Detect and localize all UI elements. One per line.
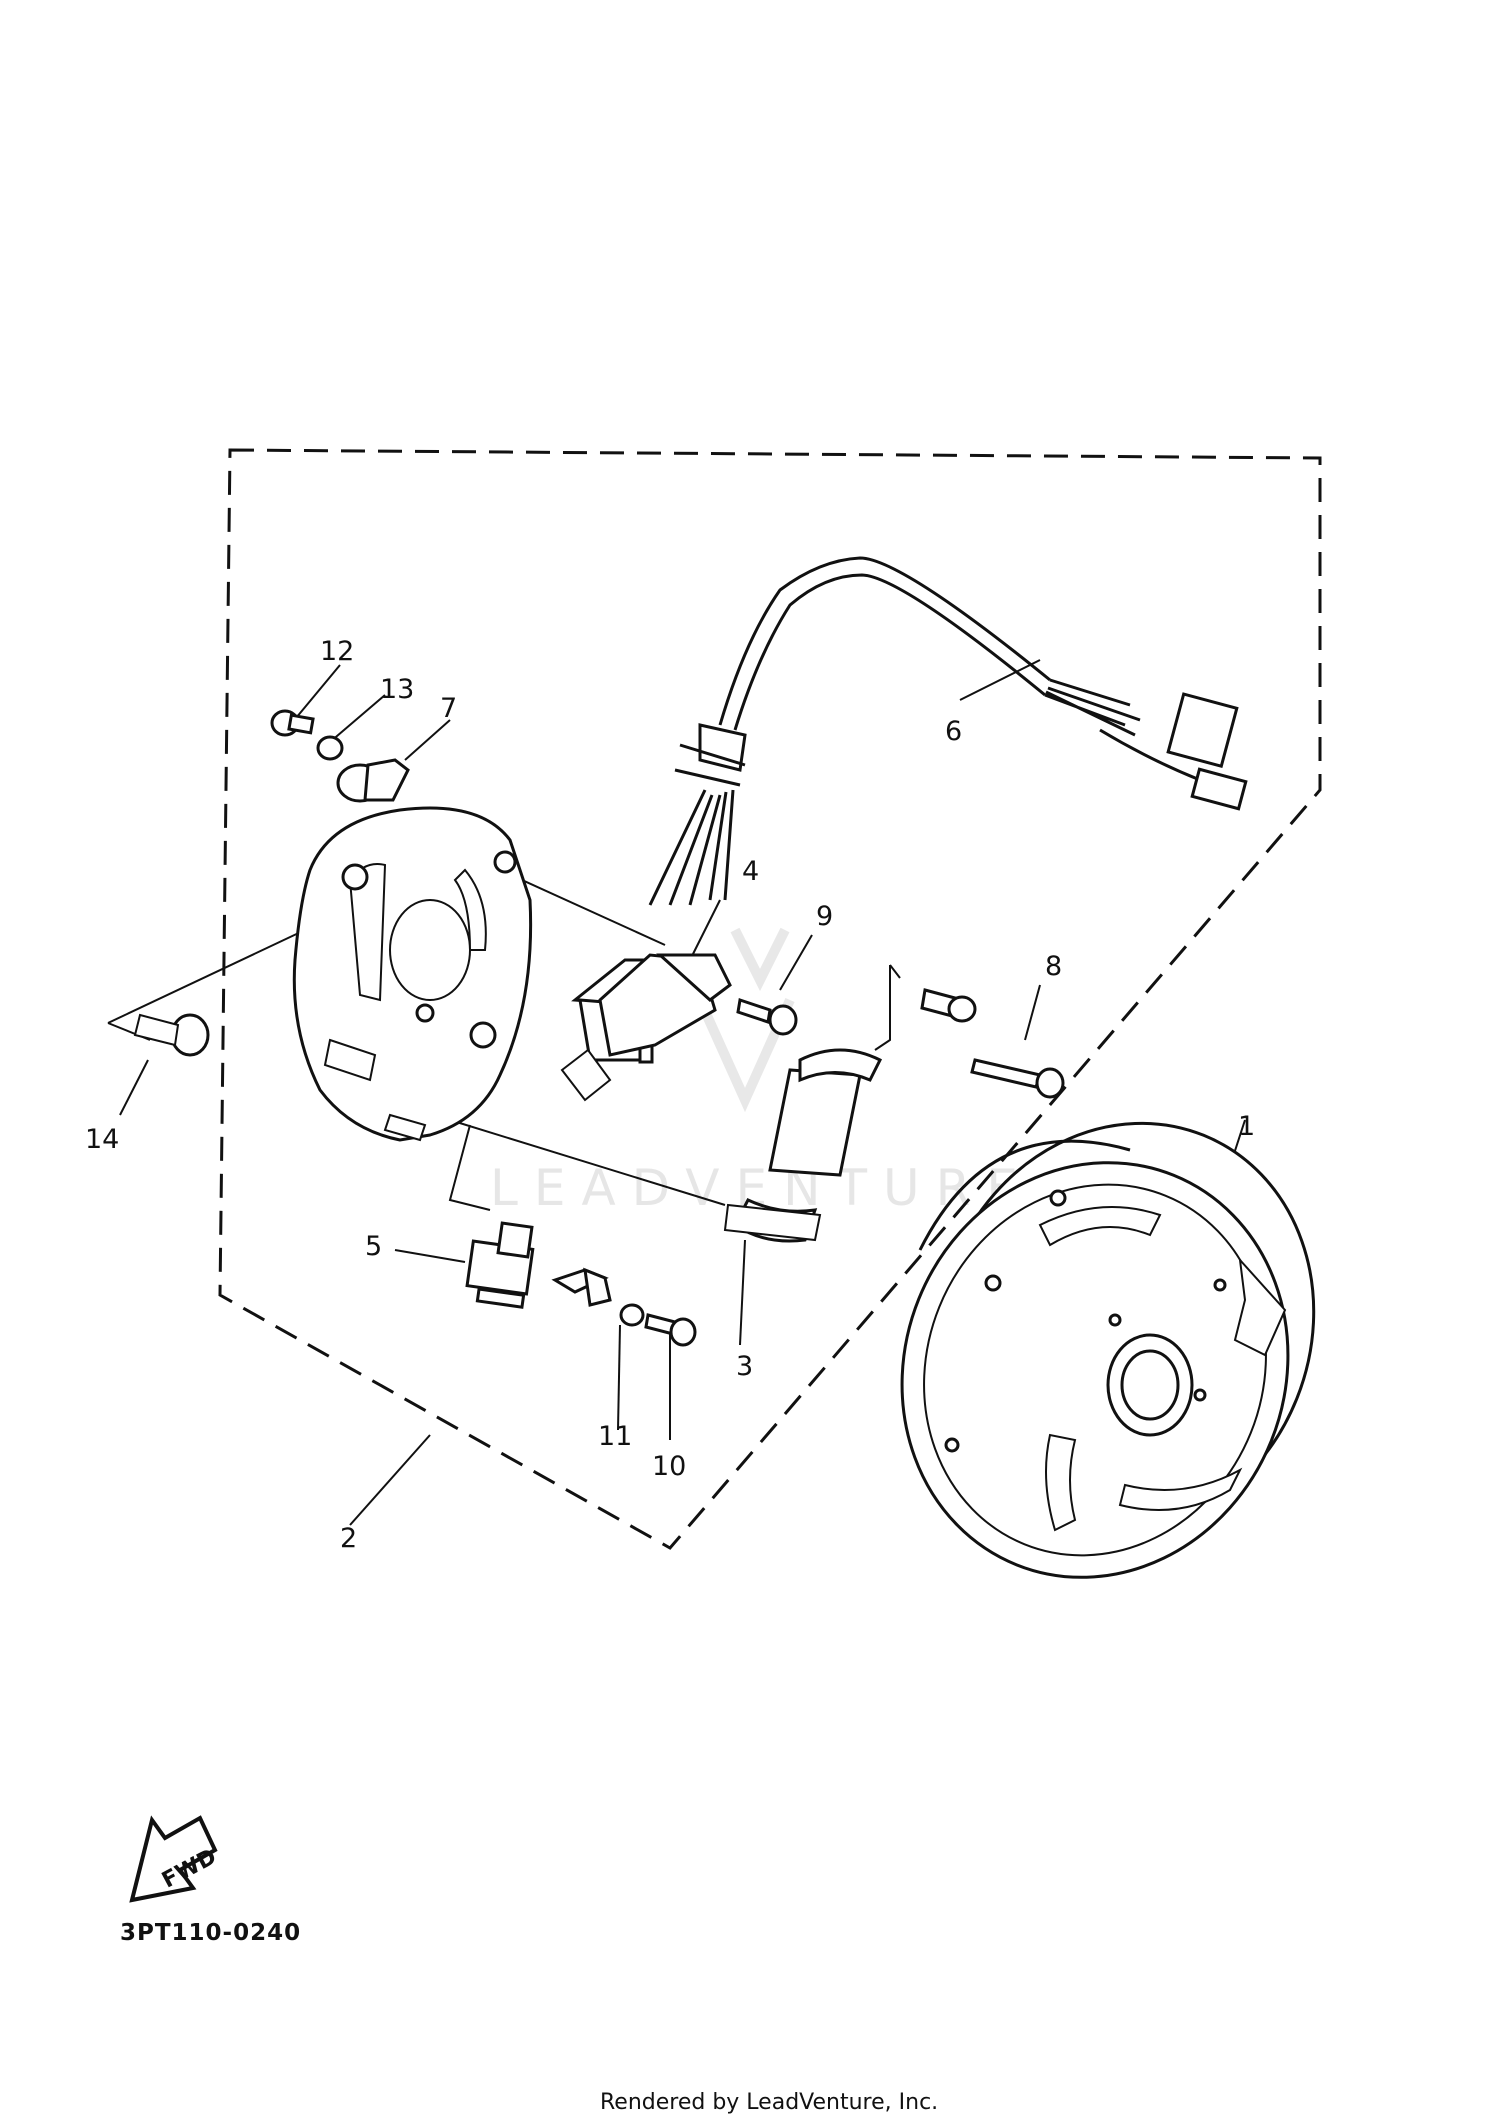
callout-6: 6 xyxy=(945,716,962,747)
callout-3: 3 xyxy=(736,1351,753,1382)
callout-11: 11 xyxy=(598,1421,632,1452)
callout-13: 13 xyxy=(380,674,414,705)
screw-10 xyxy=(644,1313,697,1347)
callout-5: 5 xyxy=(365,1231,382,1262)
callout-4: 4 xyxy=(742,856,759,887)
clamp xyxy=(336,758,410,803)
washer-11 xyxy=(619,1303,645,1327)
pickup-coil xyxy=(465,1221,535,1309)
callout-8: 8 xyxy=(1045,951,1062,982)
callout-1: 1 xyxy=(1238,1111,1255,1142)
callout-12: 12 xyxy=(320,636,354,667)
diagram-code: 3PT110-0240 xyxy=(120,1920,302,1946)
wire-harness xyxy=(648,556,1248,906)
callouts: 1 2 3 4 5 6 7 8 9 10 11 12 13 14 xyxy=(85,636,1255,1554)
watermark-logo xyxy=(695,927,795,1113)
pickup-bracket xyxy=(551,1267,612,1307)
render-credit: Rendered by LeadVenture, Inc. xyxy=(600,2090,939,2115)
lighting-coil xyxy=(560,953,732,1102)
screw-8 xyxy=(970,1058,1065,1099)
callout-2: 2 xyxy=(340,1523,357,1554)
forward-arrow-icon xyxy=(129,1815,218,1903)
washer-13 xyxy=(316,735,344,761)
forward-arrow: FWD xyxy=(129,1815,221,1903)
screw-12 xyxy=(270,709,315,737)
callout-14: 14 xyxy=(85,1124,119,1155)
callout-9: 9 xyxy=(816,901,833,932)
callout-10: 10 xyxy=(652,1451,686,1482)
stator-base-plate xyxy=(292,806,533,1142)
screw-14 xyxy=(133,1013,210,1057)
stator-assembly-boundary xyxy=(218,448,1322,1550)
flywheel-rotor xyxy=(900,1121,1316,1579)
source-coil xyxy=(723,1048,883,1243)
callout-7: 7 xyxy=(440,693,457,724)
wire-holder xyxy=(920,988,977,1023)
leader-lines xyxy=(107,659,1246,1526)
screw-9 xyxy=(736,998,798,1036)
